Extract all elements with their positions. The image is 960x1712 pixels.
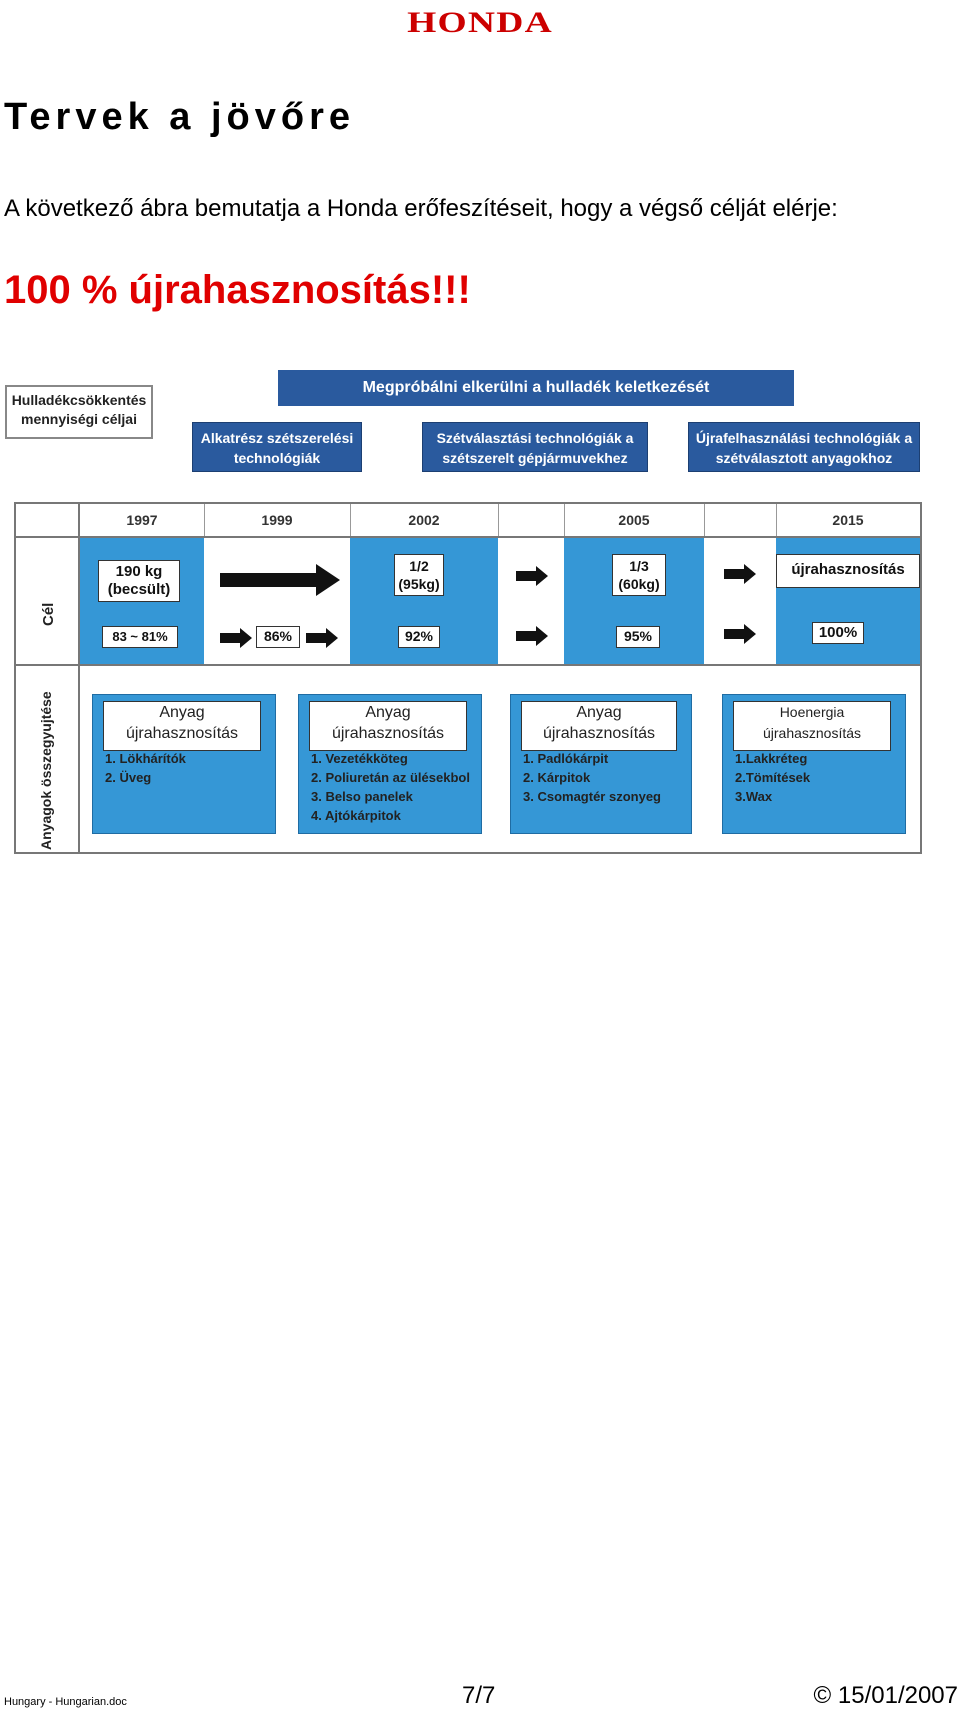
tech-line: Újrafelhasználási technológiák a xyxy=(695,430,913,446)
list-item: 4. Ajtókárpitok xyxy=(311,808,401,823)
list-item: 2. Üveg xyxy=(105,770,152,785)
list-item: 2.Tömítések xyxy=(735,770,811,785)
goal-2005-box: 1/3 (60kg) xyxy=(612,554,666,596)
goal-1999-pct: 86% xyxy=(256,626,300,648)
goal-note: (becsült) xyxy=(107,581,171,598)
divider xyxy=(16,664,920,666)
goal-1997-pct: 83 ~ 81% xyxy=(102,626,178,648)
goal-1997-box: 190 kg (becsült) xyxy=(98,560,180,602)
goal-value: 1/3 xyxy=(629,558,649,574)
recycling-plan-figure: Hulladékcsökkentés mennyiségi céljai Meg… xyxy=(0,360,960,860)
goal-value: 1/2 xyxy=(409,558,429,574)
arrow-icon xyxy=(306,628,338,648)
tech-line: Alkatrész szétszerelési xyxy=(200,430,354,446)
material-header-line: Anyag xyxy=(576,704,622,721)
material-header-line: Anyag xyxy=(365,704,411,721)
list-item: 1. Padlókárpit xyxy=(523,751,609,766)
divider xyxy=(78,504,80,852)
material-list: 1. Vezetékköteg 2. Poliuretán az ülésekb… xyxy=(311,749,470,825)
list-item: 1. Lökhárítók xyxy=(105,751,186,766)
goal-2015-box: újrahasznosítás xyxy=(776,554,920,588)
banner-avoid-waste: Megpróbálni elkerülni a hulladék keletke… xyxy=(278,370,794,406)
year-label: 2005 xyxy=(564,504,705,536)
goal-2002-box: 1/2 (95kg) xyxy=(394,554,444,596)
tech-line: szétszerelt gépjármuvekhez xyxy=(442,450,628,466)
year-label: 2015 xyxy=(832,512,864,528)
material-card: Anyag újrahasznosítás 1. Padlókárpit 2. K… xyxy=(510,694,692,834)
row-label-materials: Anyagok összegyujtése xyxy=(38,691,54,850)
material-header-line: Hoenergia xyxy=(779,704,845,720)
target-label-box: Hulladékcsökkentés mennyiségi céljai xyxy=(5,385,153,439)
year-label: 1997 xyxy=(80,504,205,536)
tech-box-separation: Szétválasztási technológiák a szétszerel… xyxy=(422,422,648,472)
material-card-header: Anyag újrahasznosítás xyxy=(309,701,467,751)
year-label: 2002 xyxy=(350,504,499,536)
tech-line: technológiák xyxy=(233,450,321,466)
material-card: Anyag újrahasznosítás 1. Lökhárítók 2. Üv… xyxy=(92,694,276,834)
row-label-goal: Cél xyxy=(40,602,57,626)
material-card: Anyag újrahasznosítás 1. Vezetékköteg 2. … xyxy=(298,694,482,834)
material-card-header: Anyag újrahasznosítás xyxy=(103,701,261,751)
tech-line: szétválasztott anyagokhoz xyxy=(715,450,893,466)
year-spacer xyxy=(704,504,777,536)
goal-2002-pct: 92% xyxy=(398,626,440,648)
honda-logo: HONDA xyxy=(407,6,553,39)
goal-2005-pct: 95% xyxy=(616,626,660,648)
arrow-icon xyxy=(724,564,756,584)
year-spacer xyxy=(498,504,565,536)
list-item: 2. Poliuretán az ülésekbol xyxy=(311,770,470,785)
tech-line: Szétválasztási technológiák a xyxy=(436,430,634,446)
goal-2015-pct: 100% xyxy=(812,622,864,644)
goal-note: (95kg) xyxy=(398,576,440,592)
footer-date: © 15/01/2007 xyxy=(813,1682,958,1709)
arrow-icon xyxy=(220,628,252,648)
material-header-line: újrahasznosítás xyxy=(542,725,656,742)
list-item: 1.Lakkréteg xyxy=(735,751,808,766)
material-card-header: Anyag újrahasznosítás xyxy=(521,701,677,751)
material-header-line: újrahasznosítás xyxy=(762,725,862,741)
list-item: 1. Vezetékköteg xyxy=(311,751,408,766)
page-title: Tervek a jövőre xyxy=(4,96,356,138)
tech-box-disassembly: Alkatrész szétszerelési technológiák xyxy=(192,422,362,472)
arrow-icon xyxy=(516,626,548,646)
material-header-line: Anyag xyxy=(159,704,205,721)
footer-page-number: 7/7 xyxy=(462,1682,496,1709)
arrow-icon xyxy=(516,566,548,586)
arrow-icon xyxy=(220,564,340,596)
material-list: 1. Lökhárítók 2. Üveg xyxy=(105,749,186,787)
goal-note: (60kg) xyxy=(618,576,660,592)
material-list: 1.Lakkréteg 2.Tömítések 3.Wax xyxy=(735,749,810,806)
material-card-header: Hoenergia újrahasznosítás xyxy=(733,701,891,751)
footer-filename: Hungary - Hungarian.doc xyxy=(4,1696,127,1708)
timeline-grid: 1997 1999 2002 2005 2015 Cél Anyagok öss… xyxy=(14,502,922,854)
material-card: Hoenergia újrahasznosítás 1.Lakkréteg 2.T… xyxy=(722,694,906,834)
list-item: 3. Belso panelek xyxy=(311,789,413,804)
material-list: 1. Padlókárpit 2. Kárpitok 3. Csomagtér … xyxy=(523,749,661,806)
list-item: 3.Wax xyxy=(735,789,773,804)
divider xyxy=(16,536,920,538)
intro-paragraph: A következő ábra bemutatja a Honda erőfe… xyxy=(4,195,838,222)
list-item: 2. Kárpitok xyxy=(523,770,591,785)
highlight-text: 100 % újrahasznosítás!!! xyxy=(4,268,471,312)
material-header-line: újrahasznosítás xyxy=(331,725,445,742)
list-item: 3. Csomagtér szonyeg xyxy=(523,789,661,804)
goal-value: 190 kg xyxy=(115,563,163,580)
material-header-line: újrahasznosítás xyxy=(125,725,239,742)
tech-box-reuse: Újrafelhasználási technológiák a szétvál… xyxy=(688,422,920,472)
year-label: 1999 xyxy=(204,504,351,536)
arrow-icon xyxy=(724,624,756,644)
